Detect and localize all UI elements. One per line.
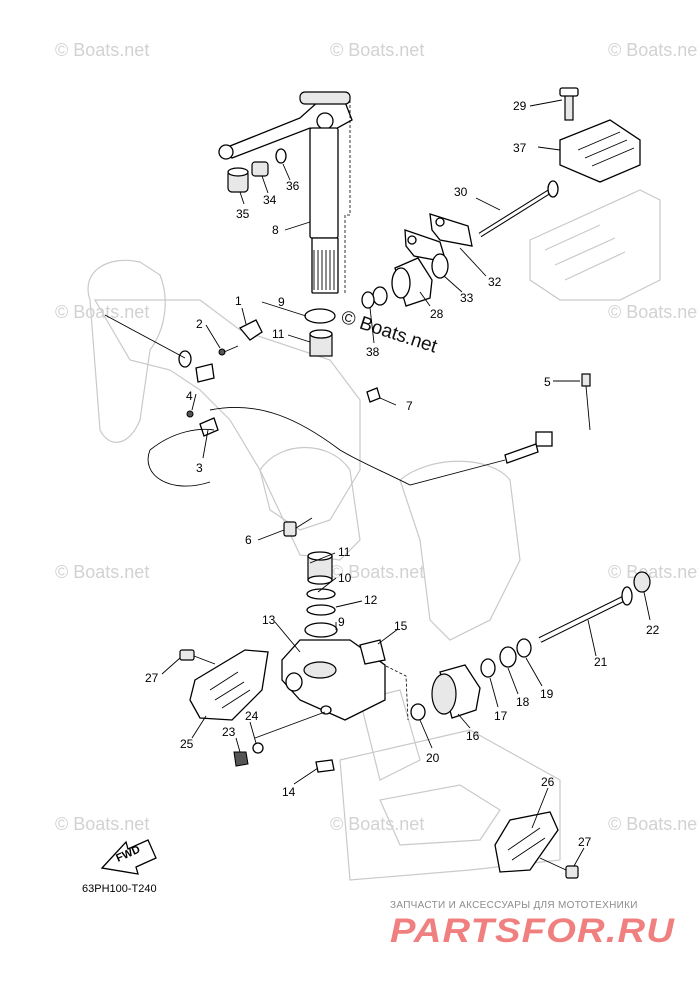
callout-38: 38 — [366, 345, 380, 359]
callout-5: 5 — [544, 375, 551, 389]
upper-rubber-mount — [361, 253, 449, 309]
callout-32: 32 — [488, 275, 502, 289]
callout-34: 34 — [263, 193, 277, 207]
callout-10: 10 — [338, 571, 352, 585]
ground-bracket — [359, 639, 386, 665]
lower-bushings — [304, 551, 338, 638]
callout-21: 21 — [594, 655, 608, 669]
callout-6: 6 — [245, 533, 252, 547]
side-cover-right — [494, 811, 579, 879]
callout-12: 12 — [364, 593, 378, 607]
cable-clamp-parts — [104, 314, 506, 487]
lower-rubber-mount — [385, 571, 651, 721]
bracket-bolts — [283, 387, 381, 537]
callout-27-right: 27 — [578, 835, 592, 849]
callout-37: 37 — [513, 141, 527, 155]
advert-logo: PARTSFOR.RU — [390, 912, 675, 950]
top-hardware — [227, 148, 287, 193]
callout-17: 17 — [494, 709, 508, 723]
watermark: © Boats.net — [55, 562, 149, 582]
lower-mount-housing — [281, 639, 386, 721]
callout-1: 1 — [235, 294, 242, 308]
callout-27-left: 27 — [145, 671, 159, 685]
callout-15: 15 — [394, 619, 408, 633]
watermark: © Boats.net — [330, 40, 424, 60]
mount-bolt-long — [478, 180, 559, 238]
watermark: © Boats.net — [608, 814, 698, 834]
watermark: © Boats.net — [330, 562, 424, 582]
callout-19: 19 — [540, 687, 554, 701]
callout-35: 35 — [236, 207, 250, 221]
watermark: © Boats.net — [608, 302, 698, 322]
callout-14: 14 — [282, 785, 296, 799]
fwd-arrow: FWD — [100, 839, 157, 875]
watermark: © Boats.net — [55, 40, 149, 60]
callout-28: 28 — [430, 307, 444, 321]
callout-22: 22 — [646, 623, 660, 637]
callout-9-upper: 9 — [278, 295, 285, 309]
watermark: © Boats.net — [330, 814, 424, 834]
callout-3: 3 — [196, 461, 203, 475]
callout-7: 7 — [406, 399, 413, 413]
leader-lines — [161, 99, 651, 867]
callout-33: 33 — [460, 291, 474, 305]
callout-25: 25 — [180, 737, 194, 751]
watermark-center: © Boats.net — [338, 307, 440, 358]
watermark: © Boats.net — [608, 40, 698, 60]
callout-16: 16 — [466, 729, 480, 743]
callout-36: 36 — [286, 179, 300, 193]
callout-26: 26 — [541, 775, 555, 789]
callout-13: 13 — [262, 613, 276, 627]
callout-2: 2 — [196, 317, 203, 331]
watermark: © Boats.net — [55, 814, 149, 834]
callout-4: 4 — [186, 389, 193, 403]
callout-20: 20 — [426, 751, 440, 765]
advert-footer: ЗАПЧАСТИ И АКСЕССУАРЫ ДЛЯ МОТОТЕХНИКИ PA… — [390, 900, 675, 950]
steering-shaft — [309, 100, 351, 295]
side-cover-left — [179, 649, 335, 773]
callout-29: 29 — [513, 99, 527, 113]
harness-connector — [504, 373, 591, 464]
watermark: © Boats.net — [55, 302, 149, 322]
mount-plates — [404, 213, 473, 263]
ghost-housings — [87, 189, 661, 881]
callout-8: 8 — [272, 223, 279, 237]
callout-labels: 1 2 3 4 5 6 7 8 9 10 11 11 12 9 13 14 15… — [145, 99, 660, 849]
advert-tagline: ЗАПЧАСТИ И АКСЕССУАРЫ ДЛЯ МОТОТЕХНИКИ — [390, 900, 638, 911]
watermark: © Boats.net — [608, 562, 698, 582]
upper-mount-cover — [559, 87, 641, 183]
diagram-code: 63PH100-T240 — [82, 883, 157, 895]
callout-24: 24 — [245, 709, 259, 723]
upper-bushings — [304, 308, 336, 357]
callout-11-upper: 11 — [272, 327, 285, 341]
callout-9-lower: 9 — [338, 615, 345, 629]
steering-arm — [218, 91, 353, 160]
callout-23: 23 — [222, 725, 236, 739]
callout-18: 18 — [516, 695, 530, 709]
callout-11-lower: 11 — [338, 545, 351, 559]
callout-30: 30 — [454, 185, 468, 199]
